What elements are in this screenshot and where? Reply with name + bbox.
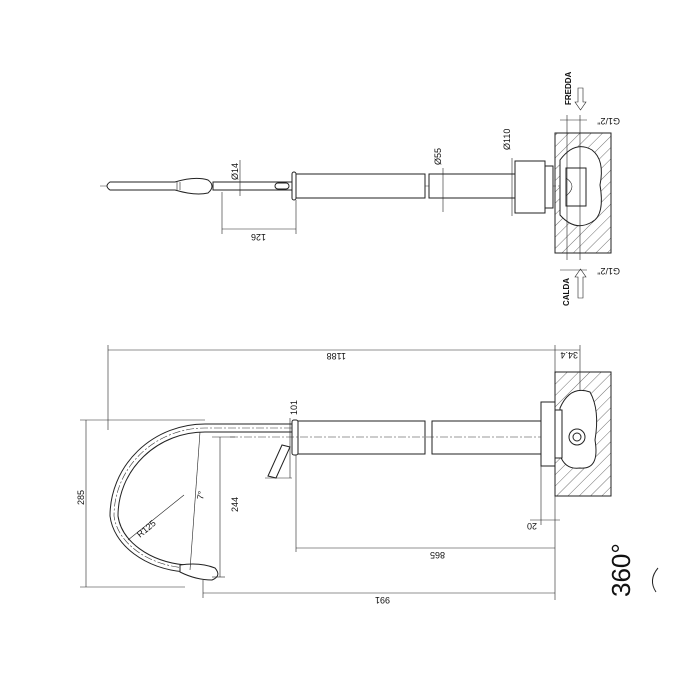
top-view: Ø14 126 Ø55 Ø110 G1/2" G1/2" FREDDA CALD… xyxy=(100,71,620,306)
spout-body-right xyxy=(428,173,516,199)
hose-arc-outer xyxy=(109,423,292,573)
dim-344: 34.4 xyxy=(560,350,578,360)
valve-body xyxy=(565,167,587,207)
hose-arc-inner xyxy=(117,431,292,566)
dim-r125: R125 xyxy=(135,518,158,539)
dim-1188: 1188 xyxy=(327,351,346,361)
dim-d55: Ø55 xyxy=(433,148,443,165)
hot-water-label: CALDA xyxy=(562,278,571,306)
dim-126: 126 xyxy=(251,232,266,242)
dim-865: 865 xyxy=(430,550,445,560)
handle-knob-side xyxy=(179,563,219,581)
dim-d110: Ø110 xyxy=(502,129,512,150)
dim-285: 285 xyxy=(76,490,86,505)
handle-knob xyxy=(106,177,213,195)
cold-inlet-arrow-icon xyxy=(574,87,587,111)
rotation-arc-icon xyxy=(652,567,659,593)
thread-bottom-label: G1/2" xyxy=(597,266,620,276)
wall-flange-side xyxy=(540,401,556,467)
wall-plate-side xyxy=(554,409,563,459)
spout-body-left xyxy=(295,173,426,199)
cold-water-label: FREDDA xyxy=(564,71,573,105)
mixer-lever xyxy=(267,444,291,479)
dim-angle: 7° xyxy=(195,490,206,501)
wall-plate xyxy=(544,165,554,209)
wall-flange xyxy=(514,160,546,214)
spout-body-right-side xyxy=(431,420,542,455)
rotation-label: 360° xyxy=(606,543,636,597)
dim-d14: Ø14 xyxy=(230,163,240,180)
hot-inlet-arrow-icon xyxy=(574,268,587,299)
dim-244: 244 xyxy=(230,497,240,512)
valve-connector xyxy=(568,428,586,446)
spout-body-left-side xyxy=(295,420,426,455)
thread-top-label: G1/2" xyxy=(597,116,620,126)
hose-tip xyxy=(274,182,290,190)
dim-101: 101 xyxy=(289,400,299,415)
dim-20: 20 xyxy=(527,521,537,531)
dim-991: 991 xyxy=(375,595,390,605)
side-view: 1188 34.4 R125 7° 285 244 101 20 865 xyxy=(76,345,612,605)
